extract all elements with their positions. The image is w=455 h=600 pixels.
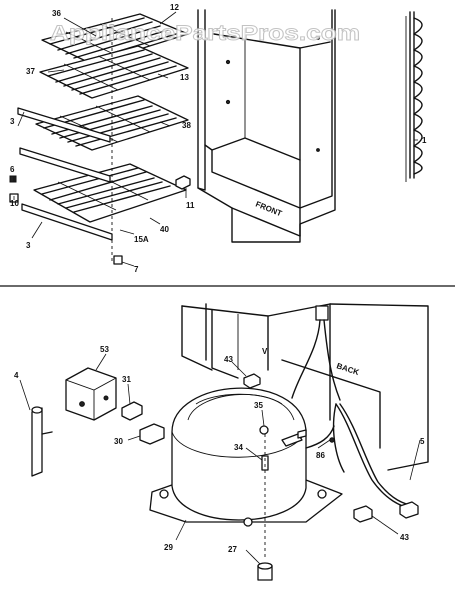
watermark: AppliancePartsPros.com xyxy=(50,22,360,45)
callout-10: 10 xyxy=(10,199,19,208)
callout-27: 27 xyxy=(228,545,237,554)
callout-36: 36 xyxy=(52,9,61,18)
grommet-35 xyxy=(259,425,269,435)
callout-35: 35 xyxy=(254,401,263,410)
freezer-cabinet xyxy=(197,9,336,243)
compressor-29 xyxy=(149,387,343,527)
callout-5: 5 xyxy=(420,437,425,446)
relay-overload-53 xyxy=(65,367,117,421)
callout-43-top: 43 xyxy=(224,355,233,364)
leader-lines xyxy=(13,11,421,565)
callout-38: 38 xyxy=(182,121,191,130)
callout-15a: 15A xyxy=(134,235,149,244)
wire-shelf-38 xyxy=(35,95,189,151)
callout-13: 13 xyxy=(180,73,189,82)
callout-31: 31 xyxy=(122,375,131,384)
v-mark: V xyxy=(262,347,268,356)
grommet-43-top xyxy=(243,373,261,389)
callout-1: 1 xyxy=(422,136,427,145)
connector-5 xyxy=(399,501,419,519)
callout-12: 12 xyxy=(170,3,179,12)
callout-34: 34 xyxy=(234,443,243,452)
callout-labels: 36 12 37 13 3 38 6 10 11 40 15A 3 7 1 53… xyxy=(10,3,427,554)
terminal-31 xyxy=(121,401,143,421)
callout-40: 40 xyxy=(160,225,169,234)
tubing-86 xyxy=(305,425,335,449)
wire-shelf-37 xyxy=(39,45,189,99)
callout-7: 7 xyxy=(134,265,139,274)
callout-53: 53 xyxy=(100,345,109,354)
shelf-clip-6 xyxy=(9,175,17,183)
callout-4: 4 xyxy=(14,371,19,380)
front-label: FRONT xyxy=(254,200,283,219)
callout-6: 6 xyxy=(10,165,15,174)
callout-43-bottom: 43 xyxy=(400,533,409,542)
wire-shelf-36 xyxy=(41,13,189,65)
shelf-support-11 xyxy=(175,175,191,190)
callout-3-lower: 3 xyxy=(26,241,31,250)
back-label: BACK xyxy=(335,361,360,377)
shelf-trim-3 xyxy=(17,107,113,241)
terminal-cover-30 xyxy=(139,423,165,445)
callout-86: 86 xyxy=(316,451,325,460)
pin-34 xyxy=(261,455,269,471)
wire-shelf-40 xyxy=(33,163,187,223)
callout-11: 11 xyxy=(186,201,195,210)
callout-29: 29 xyxy=(164,543,173,552)
callout-3-upper: 3 xyxy=(10,117,15,126)
mount-bolt-27 xyxy=(257,562,273,581)
screw-7 xyxy=(113,255,123,265)
condenser-coil-1 xyxy=(405,11,423,182)
cabinet-back xyxy=(181,303,429,471)
grommet-43-right xyxy=(353,505,373,523)
callout-37: 37 xyxy=(26,67,35,76)
wiring-harness xyxy=(291,305,415,511)
capacitor-4 xyxy=(31,406,53,477)
callout-30: 30 xyxy=(114,437,123,446)
